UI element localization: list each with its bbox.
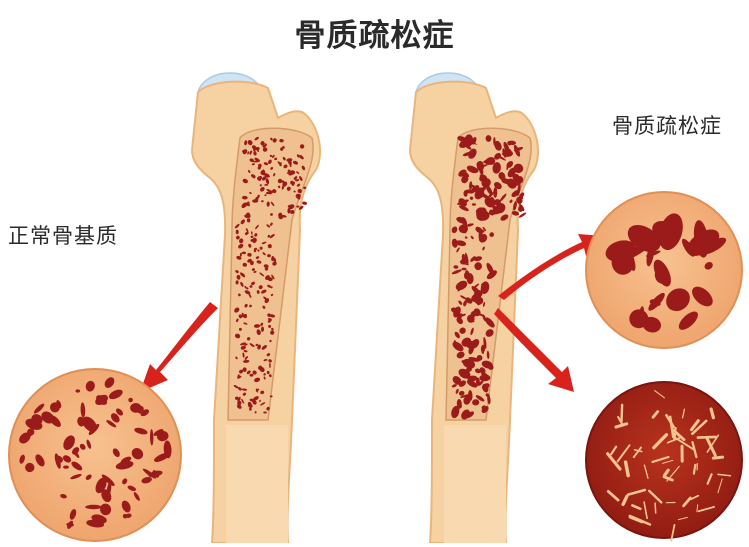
trabecula [711,409,713,418]
osteoporosis-label: 骨质疏松症 [612,110,722,140]
normal-bone-magnified [9,369,181,541]
page-title: 骨质疏松症 [0,10,749,55]
pore [300,144,304,148]
trabecula [698,437,716,438]
magnified-disc [586,382,742,538]
trabecula [694,465,695,474]
pore [85,505,102,509]
shaft-highlight [444,425,506,543]
osteoporotic-bone [410,73,538,543]
pore [261,200,264,202]
pore [302,201,307,205]
trabecula [655,503,656,513]
normal-bone-label: 正常骨基质 [8,220,118,250]
trabecula [622,405,623,422]
shaft-highlight [226,425,288,543]
osteoporosis-magnified-upper [586,192,742,348]
pore [236,230,239,234]
arrow-normal [140,302,218,392]
trabecula [713,457,722,458]
osteoporosis-magnified-lower [586,382,742,541]
arrow-icon [140,302,218,392]
pore [518,212,527,219]
